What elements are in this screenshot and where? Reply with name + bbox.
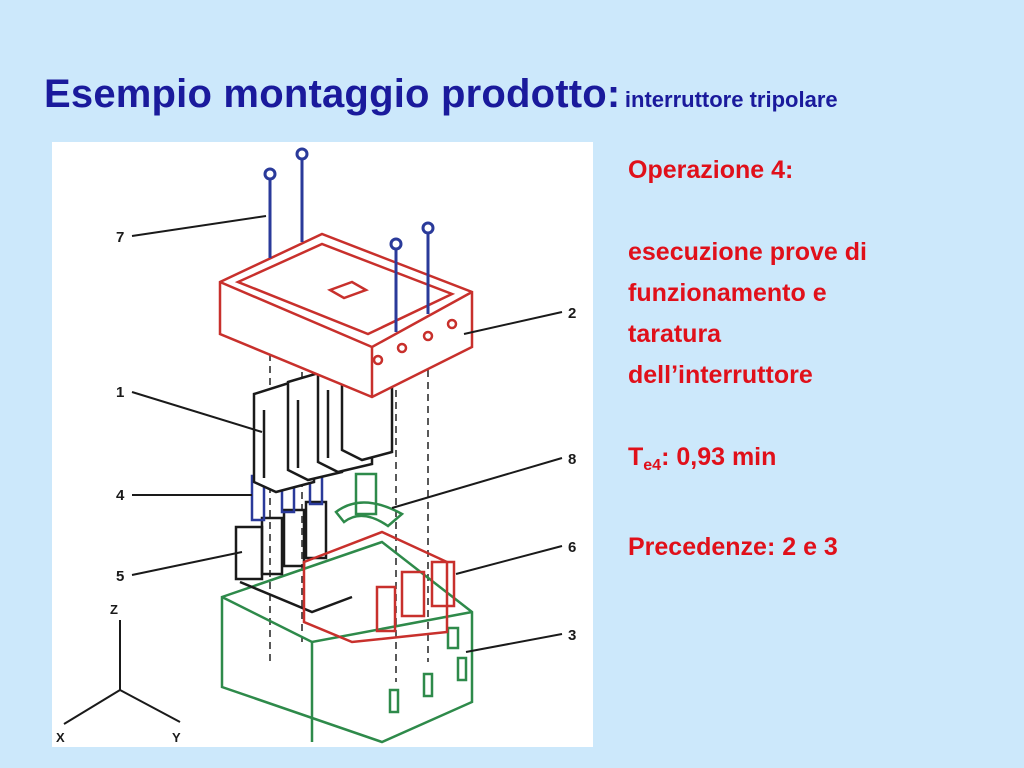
time-value: : 0,93 min — [661, 443, 777, 471]
axes-triad — [63, 620, 181, 725]
precedences: Precedenze: 2 e 3 — [628, 533, 838, 561]
operation-description-line: dell’interruttore — [628, 361, 813, 389]
label-1: 1 — [116, 384, 124, 401]
exploded-assembly-drawing: 7 2 1 8 4 6 5 3 Z X Y — [52, 142, 593, 747]
slide-title: Esempio montaggio prodotto: interruttore… — [44, 72, 838, 117]
title-main: Esempio montaggio prodotto: — [44, 72, 621, 116]
operation-heading: Operazione 4: — [628, 156, 794, 184]
label-4: 4 — [116, 487, 125, 504]
label-5: 5 — [116, 568, 124, 585]
label-6: 6 — [568, 539, 576, 556]
operation-details: Operazione 4: esecuzione prove di funzio… — [628, 150, 1008, 568]
leader-lines — [131, 215, 563, 653]
time-symbol: T — [628, 443, 644, 471]
operation-time: Te4: 0,93 min — [628, 437, 1008, 486]
operation-description-line: taratura — [628, 320, 722, 348]
axis-label-x: X — [56, 730, 65, 745]
cover-part-2 — [218, 232, 474, 399]
title-sub: interruttore tripolare — [624, 87, 838, 112]
axis-label-z: Z — [110, 602, 118, 617]
lever-part-8 — [334, 472, 405, 528]
base-part-3 — [220, 540, 474, 744]
operation-description-line: esecuzione prove di — [628, 238, 867, 266]
time-subscript: e4 — [643, 457, 662, 474]
operation-description-line: funzionamento e — [628, 279, 827, 307]
label-3: 3 — [568, 627, 576, 644]
screws-part-7 — [263, 147, 435, 332]
axis-label-y: Y — [172, 730, 181, 745]
contact-part-6 — [302, 530, 456, 644]
label-2: 2 — [568, 305, 576, 322]
label-8: 8 — [568, 451, 576, 468]
label-7: 7 — [116, 229, 124, 246]
